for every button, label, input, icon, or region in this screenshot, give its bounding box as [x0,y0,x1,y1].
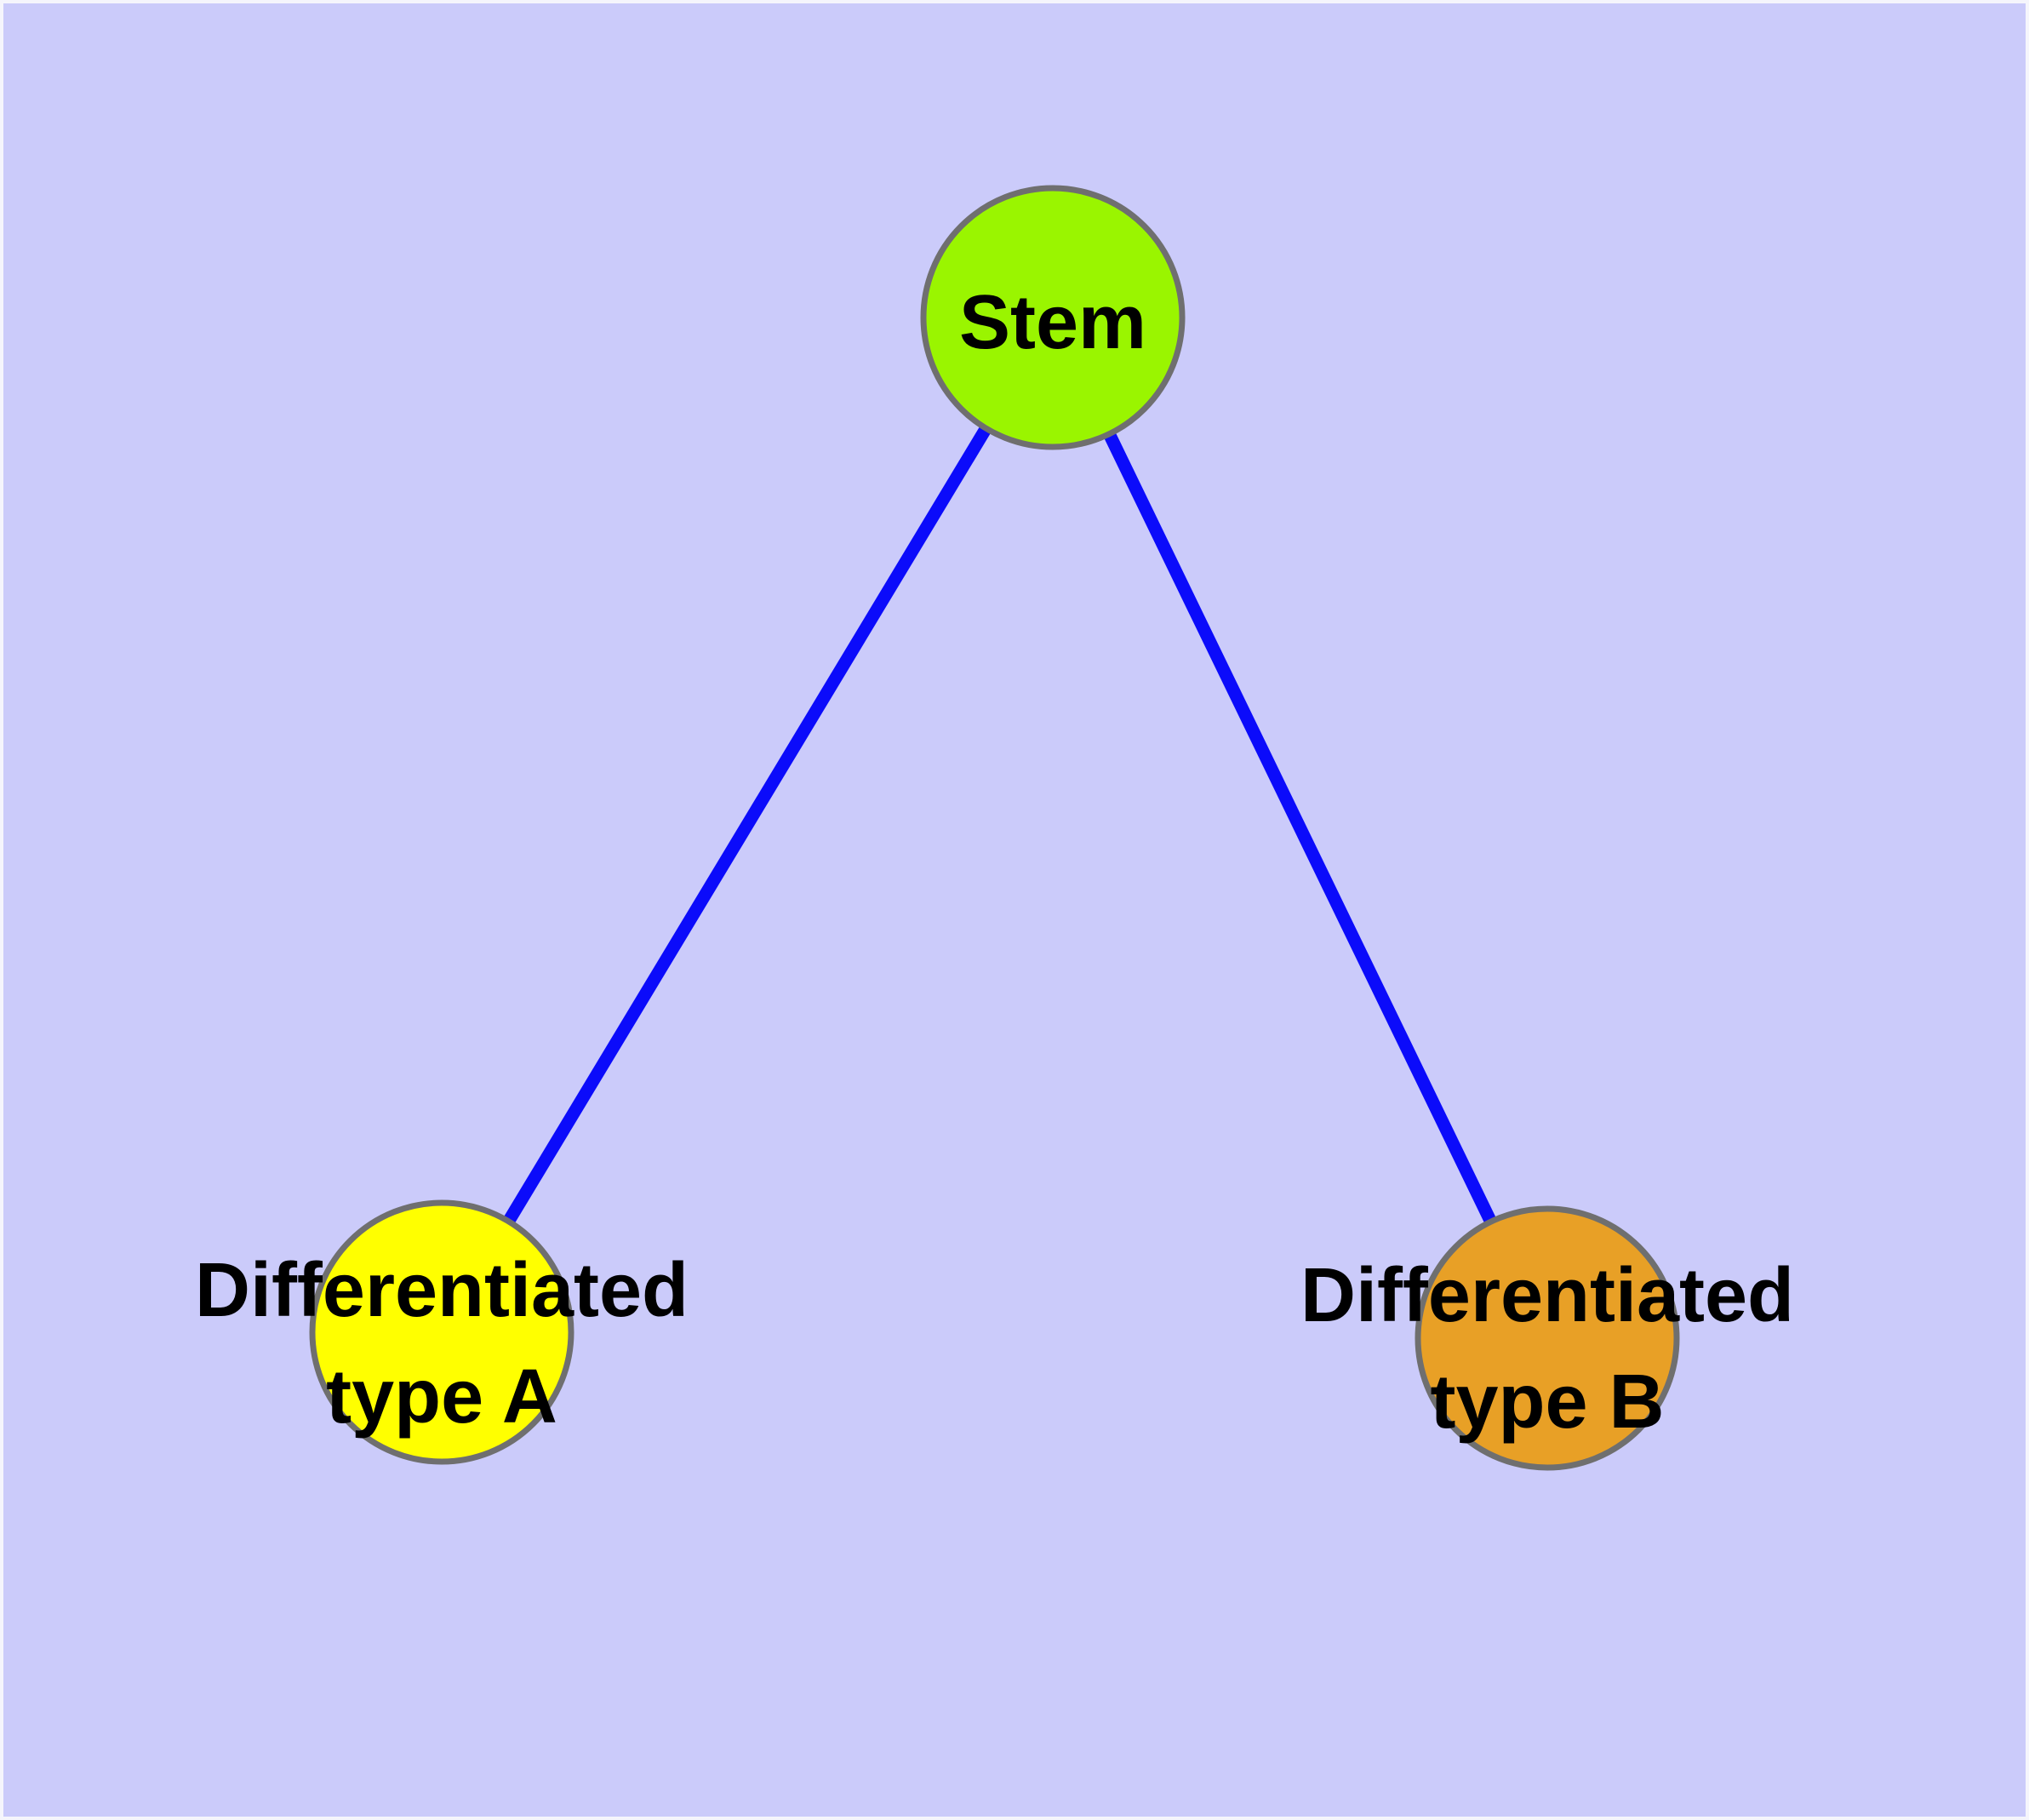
edge-stem-to-type-a [436,314,1059,1336]
node-type-b-label-line2: type B [1430,1359,1664,1445]
edge-stem-to-type-b [1047,314,1553,1342]
node-type-a-label-line2: type A [326,1354,557,1439]
node-type-b-label-line1: Differentiated [1300,1253,1794,1338]
node-type-a [309,1199,574,1465]
node-type-b [1415,1205,1680,1471]
node-stem-label: Stem [959,280,1146,365]
node-stem [920,185,1186,450]
node-type-a-label-line1: Differentiated [195,1248,689,1333]
